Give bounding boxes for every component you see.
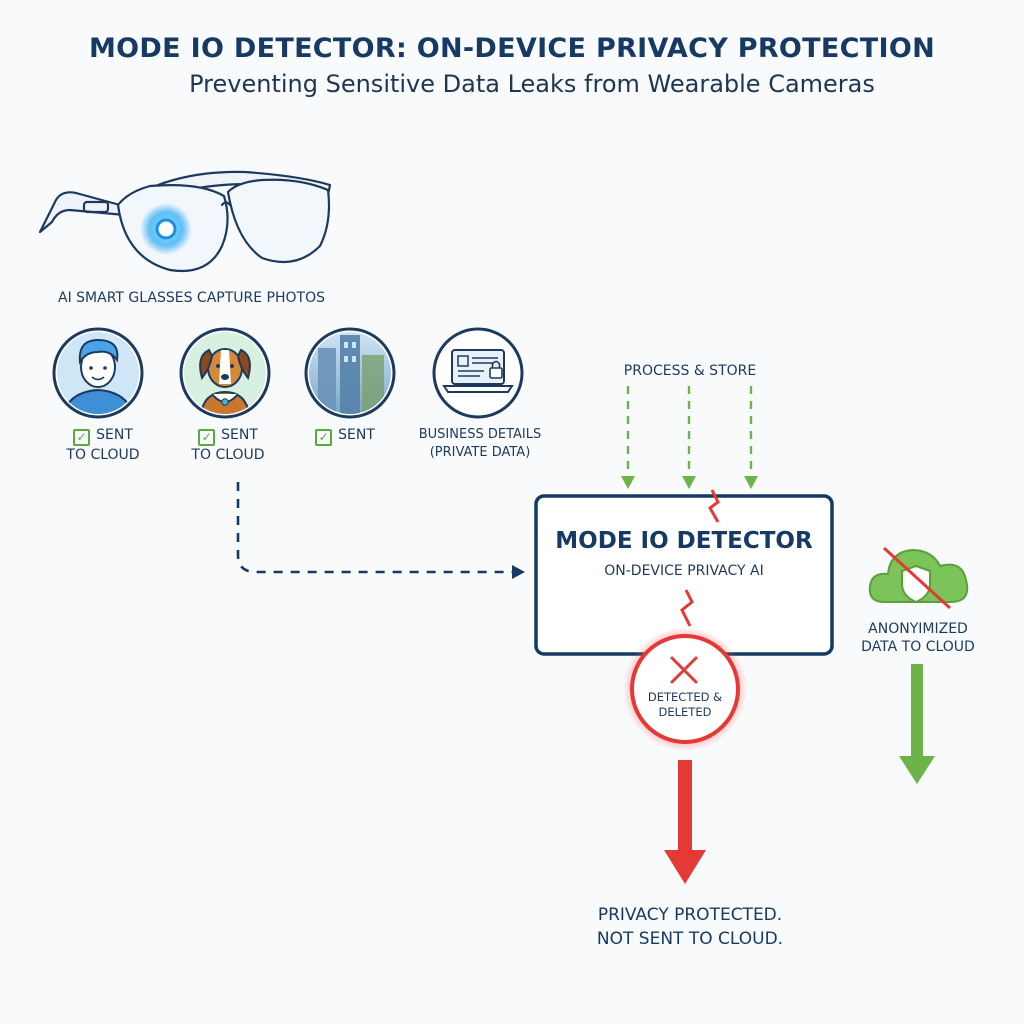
lightning-top-icon (708, 489, 720, 523)
green-down-arrow (899, 664, 935, 784)
detector-subtitle: ON-DEVICE PRIVACY AI (604, 563, 764, 579)
page-title: MODE IO DETECTOR: ON-DEVICE PRIVACY PROT… (89, 33, 935, 64)
process-arrows (621, 386, 758, 489)
label-line1: SENT (221, 427, 258, 443)
dog-icon (179, 327, 271, 419)
checkbox-icon: ✓ (73, 429, 91, 446)
checkbox-icon: ✓ (198, 429, 216, 446)
anonymized-line1: ANONYIMIZED (868, 621, 968, 637)
capture-label-person: ✓ SENT TO CLOUD (58, 426, 148, 464)
anonymized-label: ANONYIMIZED DATA TO CLOUD (848, 620, 988, 656)
checkbox-icon: ✓ (315, 429, 333, 446)
glasses-caption: AI SMART GLASSES CAPTURE PHOTOS (58, 290, 325, 306)
result-line1: PRIVACY PROTECTED. (597, 905, 783, 925)
laptop-lock-icon (432, 327, 524, 419)
building-icon (304, 327, 396, 419)
label-line2: TO CLOUD (191, 447, 265, 463)
label-line1: BUSINESS DETAILS (418, 427, 542, 442)
page-subtitle: Preventing Sensitive Data Leaks from Wea… (189, 70, 875, 98)
result-label: PRIVACY PROTECTED. NOT SENT TO CLOUD. (520, 903, 860, 951)
deleted-line2: DELETED (658, 705, 712, 719)
deleted-line1: DETECTED & (647, 690, 723, 704)
deleted-label: DETECTED & DELETED (630, 690, 740, 720)
deleted-circle (630, 634, 740, 744)
red-down-arrow (664, 760, 706, 884)
label-line1: SENT (338, 427, 375, 443)
label-line2: TO CLOUD (66, 447, 140, 463)
person-face-icon (52, 327, 144, 419)
capture-label-business: BUSINESS DETAILS (PRIVATE DATA) (410, 426, 550, 462)
capture-label-building: ✓ SENT (300, 426, 390, 446)
capture-label-dog: ✓ SENT TO CLOUD (178, 426, 278, 464)
process-label: PROCESS & STORE (623, 363, 757, 379)
cloud-shield-icon (868, 546, 969, 610)
detector-title: MODE IO DETECTOR (555, 528, 813, 554)
flow-arrow-to-detector (236, 482, 525, 579)
lightning-bottom-icon (680, 589, 694, 627)
label-line1: SENT (96, 427, 133, 443)
result-line2: NOT SENT TO CLOUD. (596, 929, 784, 949)
camera-lens-icon (155, 218, 177, 240)
label-line2: (PRIVATE DATA) (429, 445, 531, 460)
anonymized-line2: DATA TO CLOUD (861, 639, 975, 655)
close-x-icon (670, 656, 698, 684)
